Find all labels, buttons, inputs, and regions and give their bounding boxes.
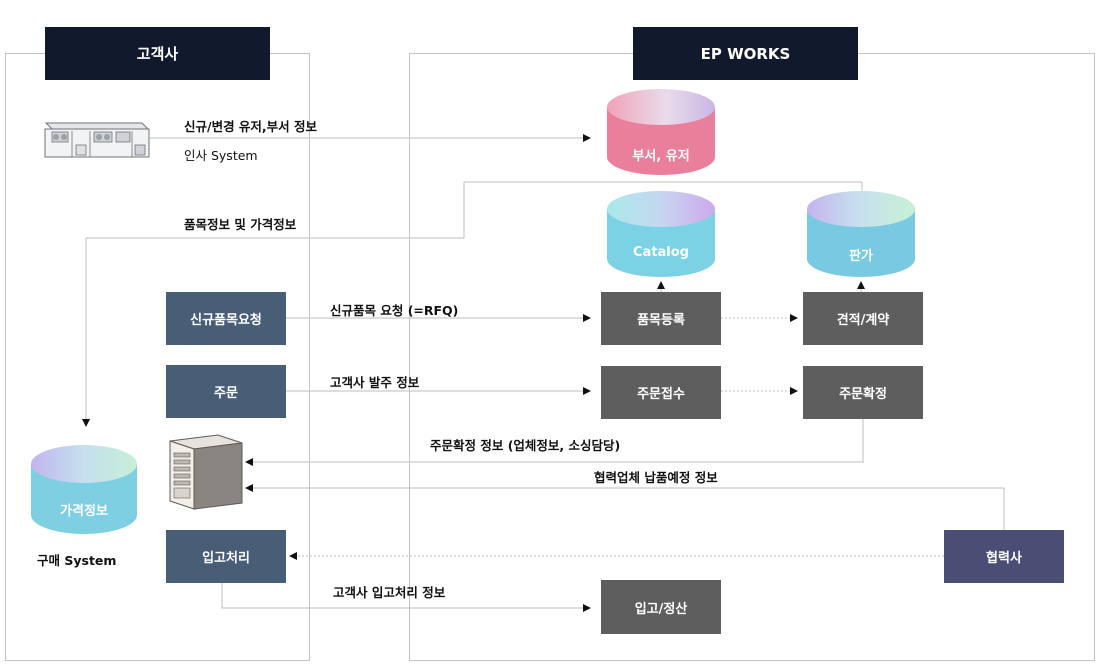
item-price-info-label: 품목정보 및 가격정보	[184, 217, 297, 232]
customer-panel-title: 고객사	[45, 27, 270, 80]
hr-system-label: 인사 System	[184, 148, 258, 163]
catalog-database	[607, 191, 715, 277]
ep-works-panel-title: EP WORKS	[633, 27, 858, 80]
pricing-database	[807, 191, 915, 277]
price-info-database-label: 가격정보	[60, 504, 108, 519]
receiving-box: 입고처리	[166, 530, 286, 583]
dept-user-database	[607, 89, 715, 175]
dept-user-database-label: 부서, 유저	[632, 149, 690, 164]
order-box: 주문	[166, 365, 286, 418]
receiving-settlement-box: 입고/정산	[601, 580, 721, 634]
order-confirm-info-label: 주문확정 정보 (업체정보, 소싱담당)	[430, 438, 621, 453]
delivery-schedule-label: 협력업체 납품예정 정보	[594, 470, 718, 485]
receiving-info-label: 고객사 입고처리 정보	[333, 585, 446, 600]
hr-system-icon	[44, 122, 150, 158]
item-registration-box: 품목등록	[601, 292, 721, 345]
price-info-database	[31, 445, 137, 534]
partner-box: 협력사	[944, 530, 1064, 583]
order-receipt-box: 주문접수	[601, 366, 721, 419]
user-dept-info-label: 신규/변경 유저,부서 정보	[184, 119, 318, 134]
new-item-request-box: 신규품목요청	[166, 292, 286, 345]
pricing-database-label: 판가	[849, 249, 873, 264]
purchasing-system-label: 구매 System	[37, 553, 117, 568]
rfq-label: 신규품목 요청 (=RFQ)	[330, 303, 459, 318]
quote-contract-box: 견적/계약	[803, 292, 923, 345]
po-info-label: 고객사 발주 정보	[330, 375, 420, 390]
order-confirm-box: 주문확정	[803, 366, 923, 419]
catalog-database-label: Catalog	[633, 245, 689, 260]
server-icon	[169, 434, 243, 510]
